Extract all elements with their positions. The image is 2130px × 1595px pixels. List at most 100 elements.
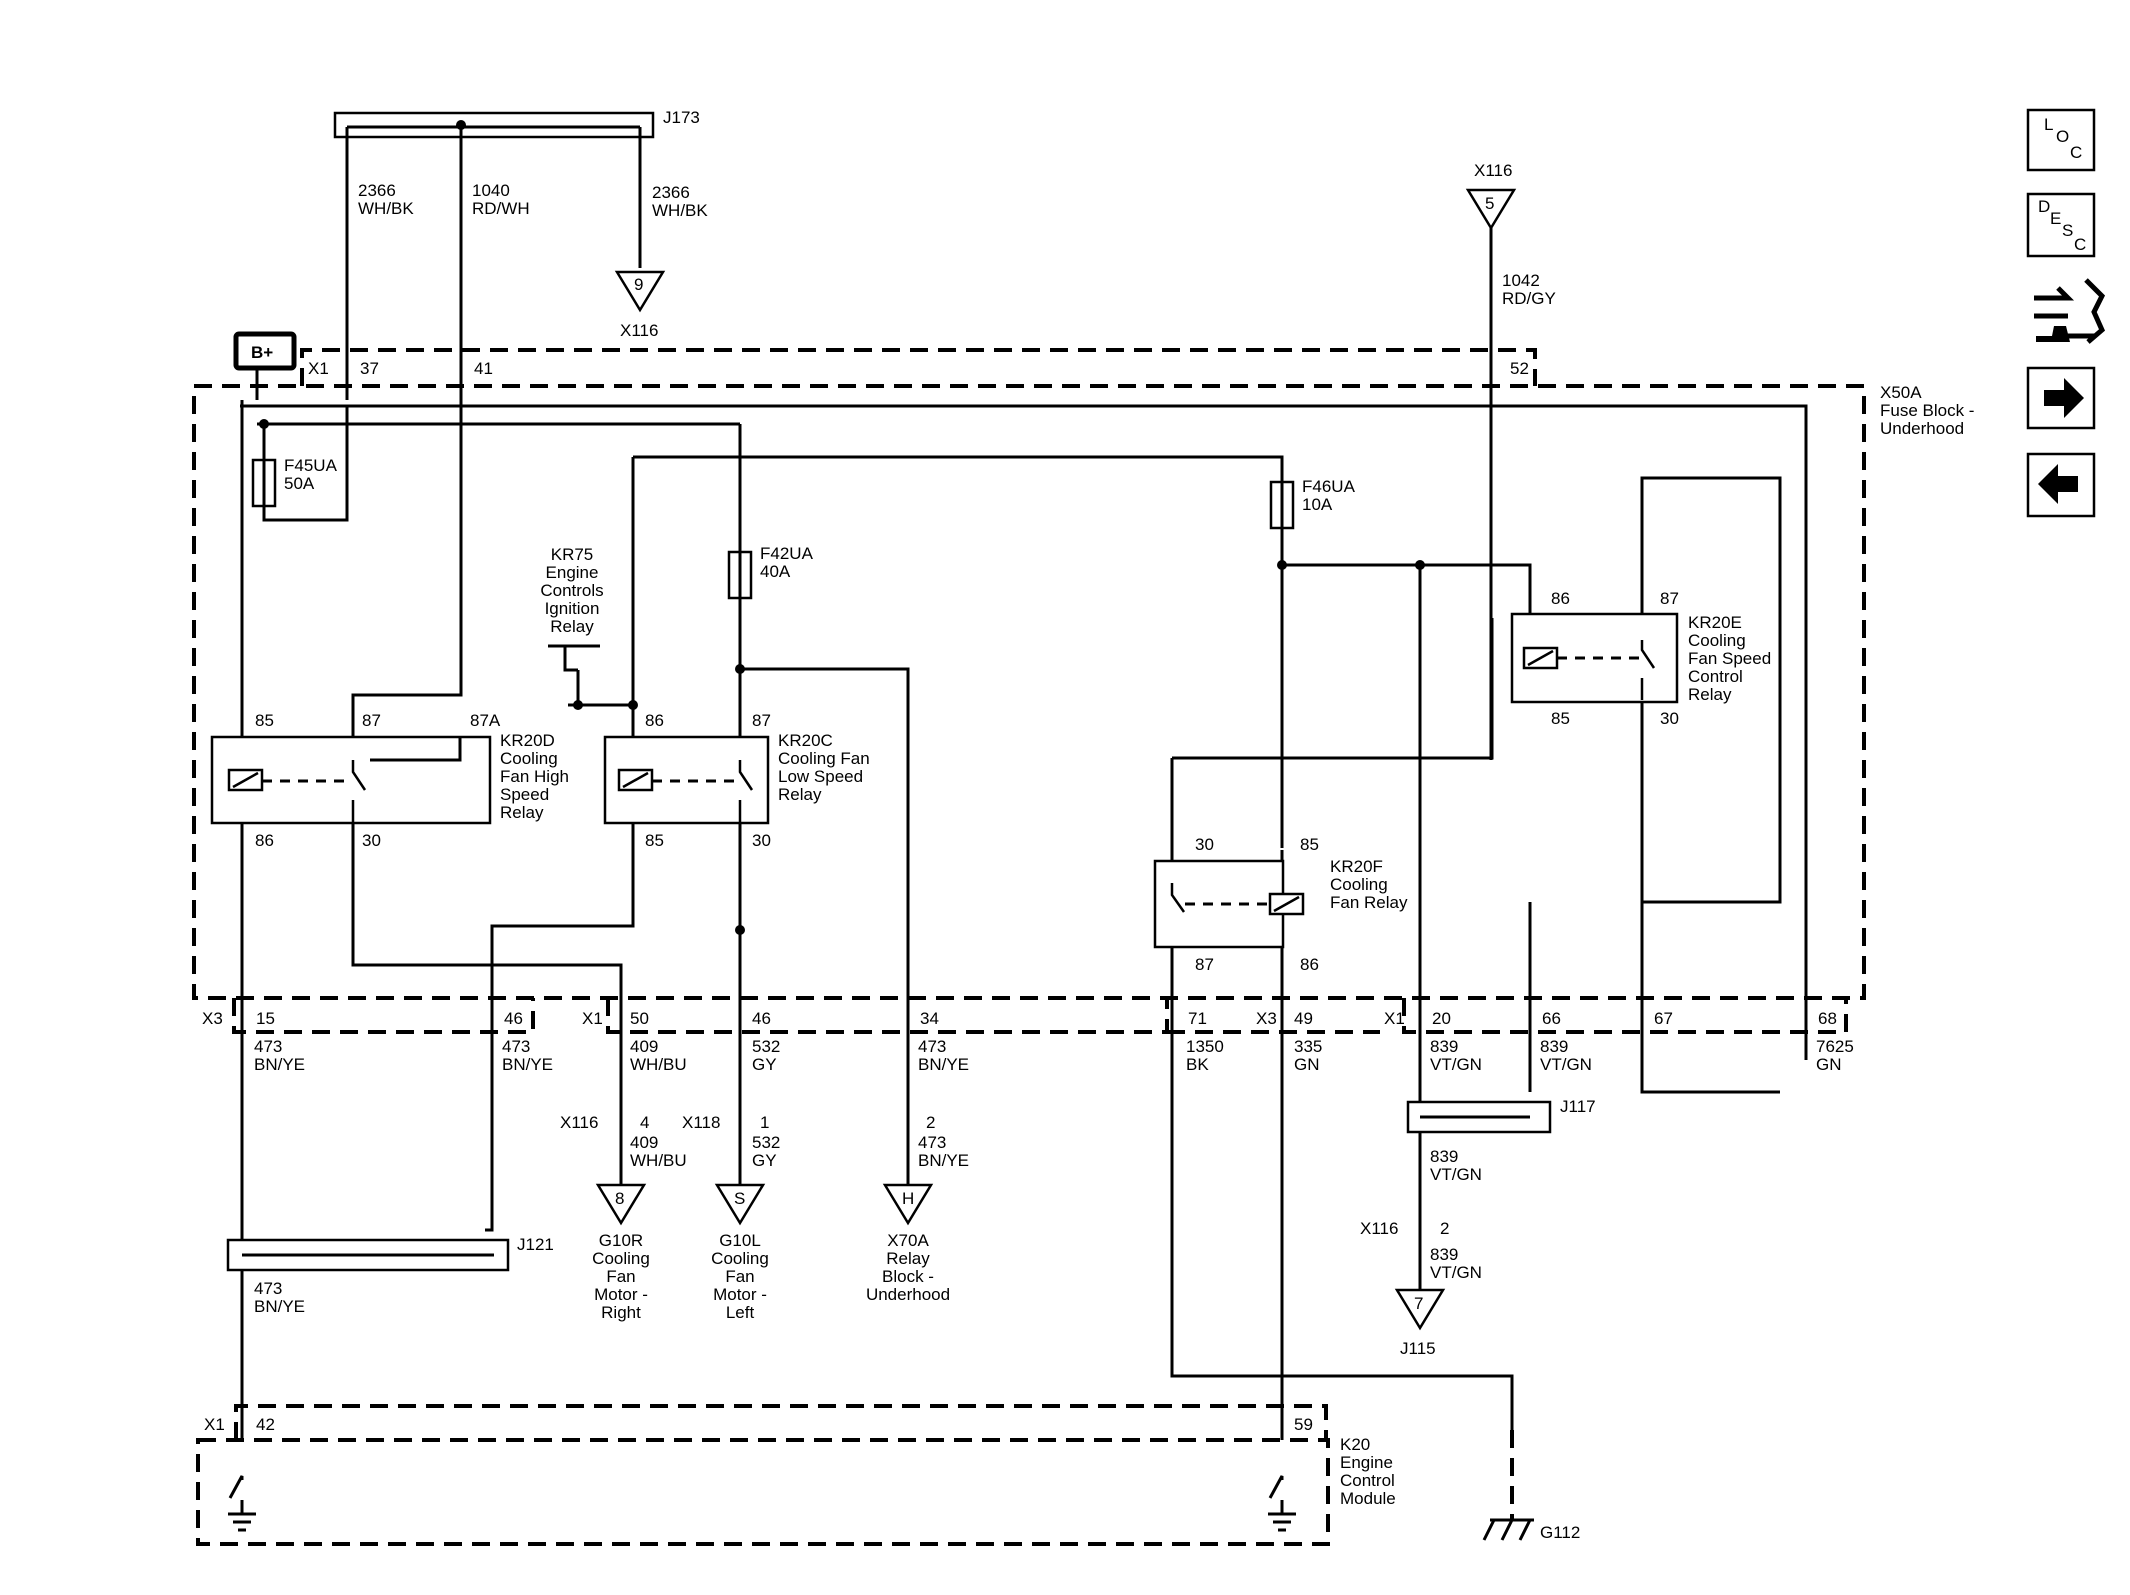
svg-text:85: 85 — [1551, 709, 1570, 728]
svg-text:L: L — [2044, 115, 2053, 134]
svg-text:71: 71 — [1188, 1009, 1207, 1028]
svg-text:52: 52 — [1510, 359, 1529, 378]
svg-text:1350: 1350 — [1186, 1037, 1224, 1056]
svg-text:Block -: Block - — [882, 1267, 934, 1286]
svg-text:J115: J115 — [1400, 1339, 1436, 1358]
svg-text:Fan: Fan — [606, 1267, 635, 1286]
svg-text:15: 15 — [256, 1009, 275, 1028]
svg-text:87: 87 — [362, 711, 381, 730]
svg-text:87: 87 — [1195, 955, 1214, 974]
svg-text:Cooling: Cooling — [1688, 631, 1746, 650]
svg-text:473: 473 — [918, 1133, 946, 1152]
svg-text:473: 473 — [254, 1279, 282, 1298]
j173-splice-bar — [333, 111, 655, 139]
svg-text:473: 473 — [254, 1037, 282, 1056]
svg-text:S: S — [2062, 221, 2073, 240]
svg-text:BN/YE: BN/YE — [254, 1055, 305, 1074]
relay-kr20f: 30 85 87 86 KR20F Cooling Fan Relay — [1153, 835, 1408, 974]
svg-text:KR20E: KR20E — [1688, 613, 1742, 632]
svg-text:J117: J117 — [1560, 1097, 1596, 1116]
svg-text:409: 409 — [630, 1037, 658, 1056]
svg-text:2366: 2366 — [652, 183, 690, 202]
nav-forward-button[interactable] — [2026, 366, 2096, 430]
svg-text:E: E — [2050, 209, 2061, 228]
svg-text:30: 30 — [752, 831, 771, 850]
svg-text:30: 30 — [1195, 835, 1214, 854]
svg-text:Motor -: Motor - — [594, 1285, 648, 1304]
nav-loc-button[interactable]: L O C — [2026, 108, 2096, 172]
x1-bottom-connector-outline-2 — [1402, 998, 1848, 1034]
svg-text:KR20D: KR20D — [500, 731, 555, 750]
svg-text:Cooling: Cooling — [500, 749, 558, 768]
svg-text:X116: X116 — [1474, 161, 1512, 180]
svg-text:X1: X1 — [582, 1009, 603, 1028]
svg-text:49: 49 — [1294, 1009, 1313, 1028]
svg-text:46: 46 — [752, 1009, 771, 1028]
svg-text:Ignition: Ignition — [545, 599, 600, 618]
svg-text:Underhood: Underhood — [1880, 419, 1964, 438]
svg-text:839: 839 — [1540, 1037, 1568, 1056]
svg-text:X3: X3 — [202, 1009, 223, 1028]
svg-text:86: 86 — [645, 711, 664, 730]
nav-connector-repair-button[interactable] — [2034, 278, 2106, 344]
svg-text:X1: X1 — [204, 1415, 225, 1434]
svg-text:X1: X1 — [308, 359, 329, 378]
svg-text:KR75: KR75 — [551, 545, 594, 564]
svg-text:Fan High: Fan High — [500, 767, 569, 786]
svg-text:68: 68 — [1818, 1009, 1837, 1028]
connector-pin-labels: X1 37 41 52 X50A Fuse Block - Underhood … — [202, 161, 1974, 1434]
svg-text:50: 50 — [630, 1009, 649, 1028]
svg-text:Relay: Relay — [886, 1249, 930, 1268]
svg-text:473: 473 — [918, 1037, 946, 1056]
svg-text:Low Speed: Low Speed — [778, 767, 863, 786]
load-labels: G10R Cooling Fan Motor - Right G10L Cool… — [592, 1231, 950, 1322]
svg-text:Relay: Relay — [1688, 685, 1732, 704]
ecm-connector-outline — [234, 1404, 1328, 1440]
svg-text:9: 9 — [634, 275, 643, 294]
svg-text:Cooling Fan: Cooling Fan — [778, 749, 870, 768]
svg-text:7: 7 — [1414, 1294, 1423, 1313]
svg-text:Underhood: Underhood — [866, 1285, 950, 1304]
junction-dots — [237, 419, 1425, 1255]
svg-text:34: 34 — [920, 1009, 939, 1028]
svg-text:X118: X118 — [682, 1113, 720, 1132]
svg-text:S: S — [734, 1189, 745, 1208]
svg-text:30: 30 — [362, 831, 381, 850]
svg-text:Cooling: Cooling — [1330, 875, 1388, 894]
svg-text:X70A: X70A — [887, 1231, 929, 1250]
svg-text:20: 20 — [1432, 1009, 1451, 1028]
svg-text:473: 473 — [502, 1037, 530, 1056]
svg-text:66: 66 — [1542, 1009, 1561, 1028]
svg-text:BN/YE: BN/YE — [918, 1055, 969, 1074]
svg-text:Cooling: Cooling — [592, 1249, 650, 1268]
x1-top-connector-outline — [300, 348, 1537, 386]
terminal-triangles: 5 9 8 S H 7 J115 — [595, 188, 1517, 1358]
svg-text:50A: 50A — [284, 474, 315, 493]
svg-text:X50A: X50A — [1880, 383, 1922, 402]
svg-text:1040: 1040 — [472, 181, 510, 200]
svg-text:GY: GY — [752, 1055, 777, 1074]
svg-text:40A: 40A — [760, 562, 791, 581]
svg-text:1: 1 — [760, 1113, 769, 1132]
svg-text:839: 839 — [1430, 1037, 1458, 1056]
svg-text:VT/GN: VT/GN — [1430, 1263, 1482, 1282]
svg-text:X116: X116 — [620, 321, 658, 340]
svg-text:Engine: Engine — [546, 563, 599, 582]
nav-back-button[interactable] — [2026, 452, 2096, 518]
svg-text:F45UA: F45UA — [284, 456, 338, 475]
svg-text:KR20C: KR20C — [778, 731, 833, 750]
svg-text:O: O — [2056, 127, 2069, 146]
nav-desc-button[interactable]: D E S C — [2026, 192, 2096, 258]
svg-text:Fan Relay: Fan Relay — [1330, 893, 1408, 912]
svg-text:Cooling: Cooling — [711, 1249, 769, 1268]
svg-text:1042: 1042 — [1502, 271, 1540, 290]
svg-text:839: 839 — [1430, 1245, 1458, 1264]
svg-text:Fan: Fan — [725, 1267, 754, 1286]
svg-text:30: 30 — [1660, 709, 1679, 728]
arrow-left-icon — [2038, 464, 2078, 504]
svg-text:G10L: G10L — [719, 1231, 761, 1250]
splice-bars: J121 J117 — [226, 1097, 1596, 1272]
svg-text:Control: Control — [1688, 667, 1743, 686]
ecm-outline — [196, 1438, 1330, 1546]
